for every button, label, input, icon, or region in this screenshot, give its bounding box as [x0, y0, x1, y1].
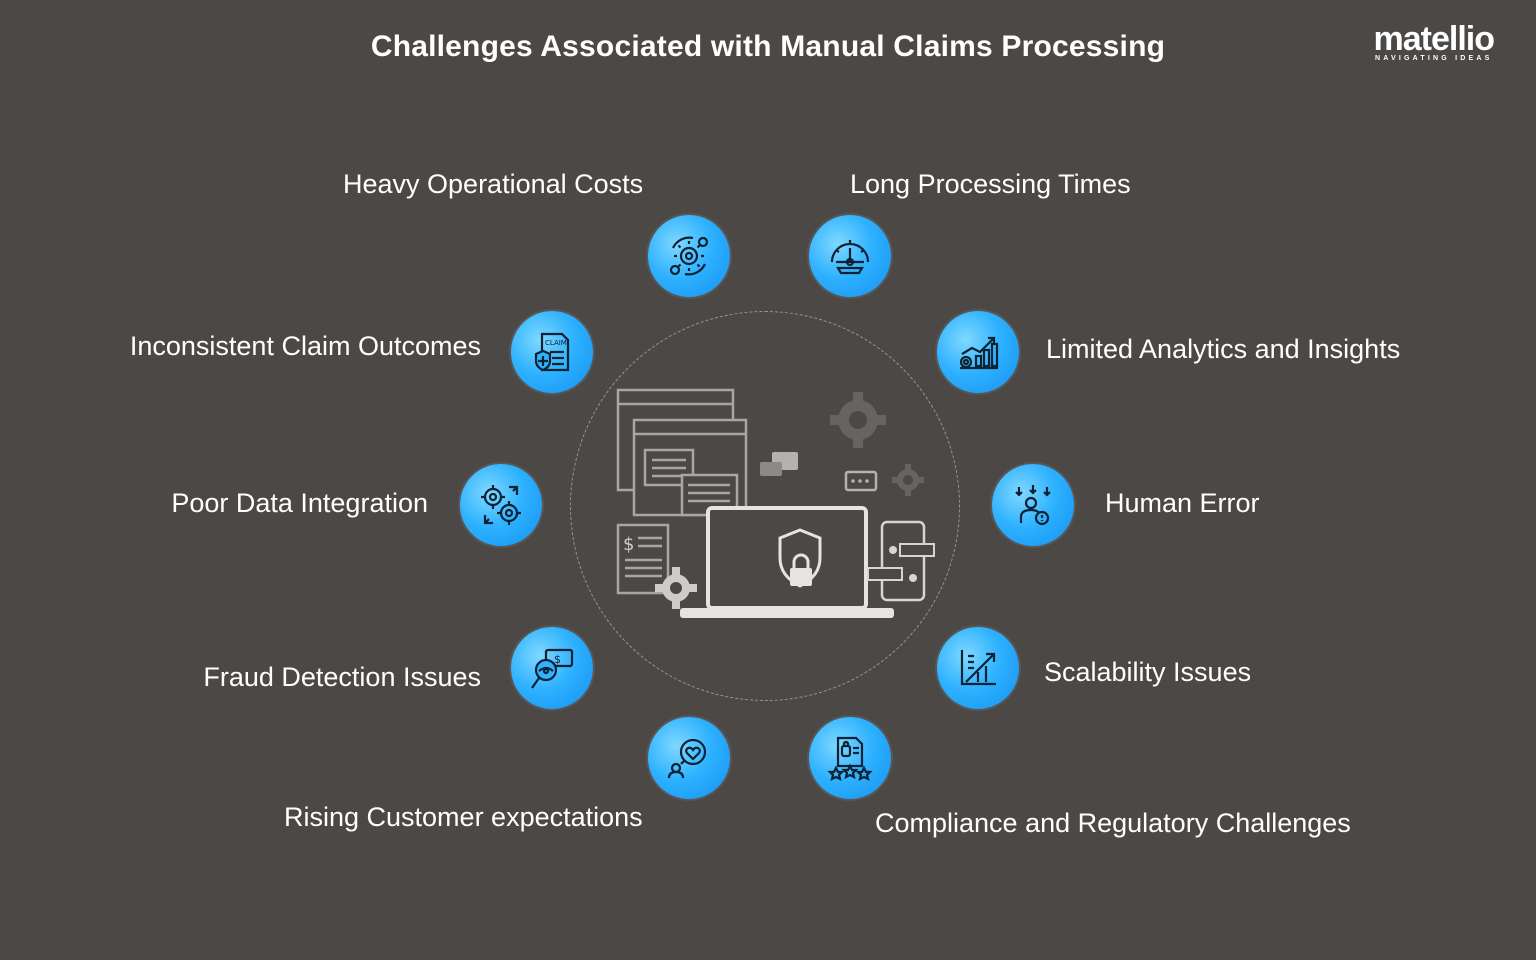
- label-inconsistent-claim-outcomes: Inconsistent Claim Outcomes: [129, 331, 481, 361]
- gear-cost-icon: [648, 215, 730, 297]
- customer-heart-icon: [648, 717, 730, 799]
- page-title: Challenges Associated with Manual Claims…: [370, 30, 1166, 63]
- label-rising-customer-expectations: Rising Customer expectations: [284, 802, 643, 832]
- label-scalability-issues: Scalability Issues: [1044, 657, 1252, 687]
- svg-text:$: $: [623, 534, 634, 555]
- claim-icon-text: CLAIM: [545, 339, 567, 347]
- fraud-search-icon: $: [511, 627, 593, 709]
- label-heavy-operational-costs: Heavy Operational Costs: [343, 169, 644, 199]
- claim-document-icon: CLAIM: [511, 311, 593, 393]
- logo-tagline: NAVIGATING IDEAS: [1375, 55, 1493, 62]
- compliance-stars-icon: [809, 717, 891, 799]
- label-limited-analytics: Limited Analytics and Insights: [1046, 334, 1401, 364]
- speedometer-icon: [809, 215, 891, 297]
- label-long-processing-times: Long Processing Times: [850, 169, 1131, 199]
- claims-system-illustration: $: [616, 388, 935, 618]
- label-human-error: Human Error: [1105, 488, 1260, 518]
- svg-text:$: $: [554, 653, 561, 666]
- gears-sync-icon: [460, 464, 542, 546]
- logo-word: matellio: [1373, 20, 1495, 58]
- label-poor-data-integration: Poor Data Integration: [171, 488, 428, 518]
- analytics-chart-icon: [937, 311, 1019, 393]
- scalability-graph-icon: [937, 627, 1019, 709]
- center-dashed-circle: [570, 311, 960, 701]
- matellio-logo: matellio NAVIGATING IDEAS: [1373, 20, 1495, 62]
- label-fraud-detection-issues: Fraud Detection Issues: [203, 662, 481, 692]
- label-compliance-regulatory: Compliance and Regulatory Challenges: [875, 808, 1351, 838]
- human-error-icon: [992, 464, 1074, 546]
